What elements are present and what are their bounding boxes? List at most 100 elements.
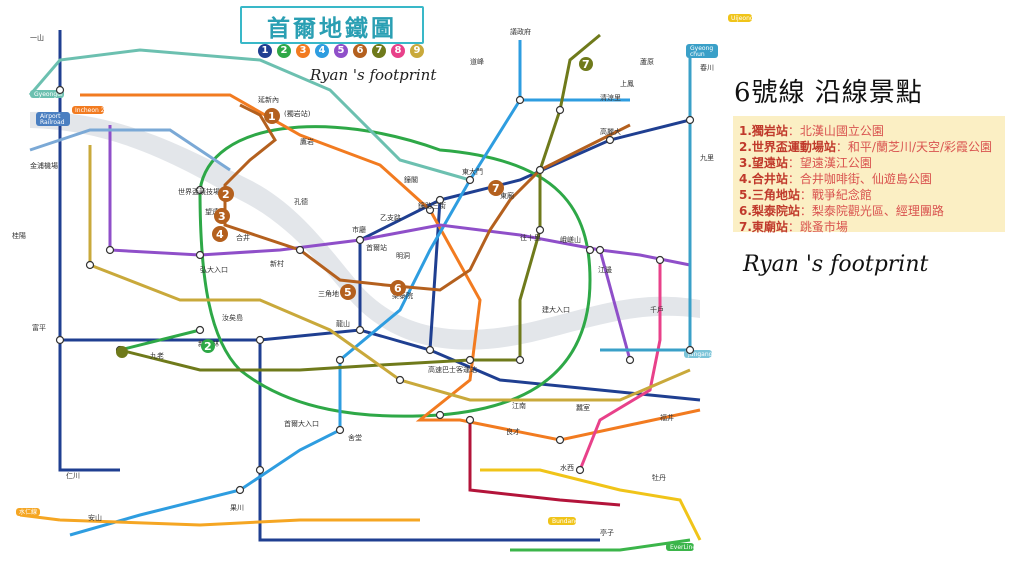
station-samgakji: 三角地	[318, 289, 339, 298]
station-wangsimni: 往十里	[520, 233, 541, 242]
station-gimpo: 金浦機場	[30, 161, 58, 170]
station-hongdae: 弘大入口	[200, 265, 228, 274]
station-jongno3: 鐘路三街	[418, 201, 446, 210]
station-guri: 九里	[700, 153, 714, 162]
spot-row: 1.獨岩站：北漢山國立公園	[739, 122, 884, 139]
svg-text:Airport: Airport	[40, 113, 61, 120]
spot-name: 5.三角地站	[739, 188, 800, 202]
svg-text:Gyeong: Gyeong	[690, 45, 713, 52]
panel-heading: 6號線 沿線景點	[734, 78, 923, 108]
station-guro: 九老	[150, 351, 164, 360]
svg-text:EverLine: EverLine	[670, 544, 696, 551]
line-3-legend-dot: 3	[296, 44, 310, 58]
bundang-line-track	[480, 468, 702, 541]
svg-text:3: 3	[218, 210, 226, 223]
marker-1-label: (獨岩站)	[284, 109, 311, 118]
station-bokjeong: 福井	[660, 413, 674, 422]
station-labels: 延新內 鷹岩 世界盃競技場 望遠 合井 三角地 梨泰院 東廟 首爾站 市廳 鐘閣…	[12, 27, 714, 537]
marker-2[interactable]: 2	[218, 186, 234, 202]
spot-name: 4.合井站	[739, 172, 788, 186]
spot-description: ：跳蚤市場	[787, 220, 848, 234]
station-gwacheon: 果川	[230, 504, 244, 512]
station-achasan: 峨嵯山	[560, 235, 581, 244]
station-gongdeok: 孔德	[294, 197, 308, 206]
station-ansan: 安山	[88, 513, 102, 522]
station-ilsan: 一山	[30, 33, 44, 42]
transfer-stations	[55, 85, 695, 495]
spot-description: ：梨泰院觀光區、經理團路	[799, 204, 944, 218]
marker-7-small: 7	[579, 57, 593, 71]
marker-1[interactable]: 1 (獨岩站)	[264, 108, 311, 124]
svg-text:Uijeong: Uijeong	[731, 15, 754, 22]
station-cheongnyangni: 清涼里	[600, 93, 621, 102]
spot-description: ：戰爭紀念館	[799, 188, 872, 202]
spot-name: 7.東廟站	[739, 220, 788, 234]
station-eungam: 鷹岩	[300, 137, 314, 146]
yongin-tag: Uijeong	[728, 14, 754, 22]
suin-line-track	[19, 513, 420, 527]
spot-row: 6.梨泰院站：梨泰院觀光區、經理團路	[739, 202, 944, 219]
marker-7[interactable]: 7	[488, 180, 504, 196]
gyeongui-line-track	[28, 48, 471, 182]
station-jamsil: 蠶室	[576, 403, 590, 412]
svg-text:Jungang: Jungang	[687, 351, 713, 358]
station-city-hall: 市廳	[352, 225, 366, 234]
station-gangbyeon: 江邊	[598, 265, 612, 274]
spot-row: 4.合井站：合井咖啡街、仙遊島公園	[739, 170, 932, 187]
spot-description: ：和平/蘭芝川/天空/彩霞公園	[835, 140, 993, 154]
spot-row: 2.世界盃運動場站：和平/蘭芝川/天空/彩霞公園	[739, 138, 992, 155]
svg-text:1: 1	[268, 110, 276, 123]
marker-4[interactable]: 4	[212, 226, 228, 242]
line-2-legend-dot: 2	[277, 44, 291, 58]
gyeongchun-tag: Gyeong chun	[686, 44, 718, 58]
station-cheonho: 千戶	[650, 305, 664, 314]
spot-description: ：望遠漢江公園	[787, 156, 872, 170]
spot-description: ：北漢山國立公園	[787, 124, 884, 138]
side-credit: Ryan 's footprint	[743, 252, 929, 277]
station-sadang: 舍堂	[348, 433, 362, 442]
station-jonggak: 鐘閣	[404, 175, 418, 184]
marker-3[interactable]: 3	[214, 208, 230, 224]
line-4-legend-dot: 4	[315, 44, 329, 58]
station-konkuk: 建大入口	[542, 305, 570, 314]
station-gangnam: 江南	[512, 401, 526, 410]
svg-text:Bundang: Bundang	[552, 518, 579, 525]
spot-row: 7.東廟站：跳蚤市場	[739, 218, 848, 235]
svg-text:Railroad: Railroad	[40, 119, 65, 126]
station-gyeyang: 桂陽	[12, 231, 26, 240]
spot-name: 3.望遠站	[739, 156, 788, 170]
station-seoul-national: 首爾大入口	[284, 419, 319, 428]
station-sangbong: 上鳳	[620, 79, 634, 88]
spot-description: ：合井咖啡街、仙遊島公園	[787, 172, 932, 186]
svg-text:7: 7	[492, 182, 500, 195]
line-8-legend-dot: 8	[391, 44, 405, 58]
incheon-line-tag: Incheon 2	[72, 106, 105, 114]
line-5-track	[108, 125, 691, 361]
marker-7-left	[116, 346, 128, 358]
station-jeongja: 亭子	[600, 528, 614, 537]
everline-track	[510, 538, 691, 552]
station-mangwon: 望遠	[205, 207, 219, 216]
station-myeongdong: 明洞	[396, 251, 410, 260]
airport-railroad-track	[29, 128, 231, 172]
station-yeonsinnae: 延新內	[258, 95, 279, 104]
spot-row: 3.望遠站：望遠漢江公園	[739, 154, 872, 171]
marker-6[interactable]: 6	[390, 280, 406, 296]
svg-text:2: 2	[222, 188, 230, 201]
spot-row: 5.三角地站：戰爭紀念館	[739, 186, 872, 203]
station-worldcup: 世界盃競技場	[178, 187, 220, 196]
spot-name: 2.世界盃運動場站	[739, 140, 836, 154]
station-incheon: 仁川	[66, 471, 80, 480]
map-title: 首爾地鐵圖	[267, 15, 397, 42]
station-yeouido: 汝矣島	[222, 313, 243, 322]
station-bupyeong: 富平	[32, 323, 46, 332]
svg-text:7: 7	[582, 58, 590, 71]
spot-name: 6.梨泰院站	[739, 204, 800, 218]
svg-text:Gyeongui: Gyeongui	[34, 91, 63, 98]
line-7-legend-dot: 7	[372, 44, 386, 58]
marker-5[interactable]: 5	[340, 284, 356, 300]
station-uijeongbu: 議政府	[510, 27, 531, 36]
svg-text:6: 6	[394, 282, 402, 295]
